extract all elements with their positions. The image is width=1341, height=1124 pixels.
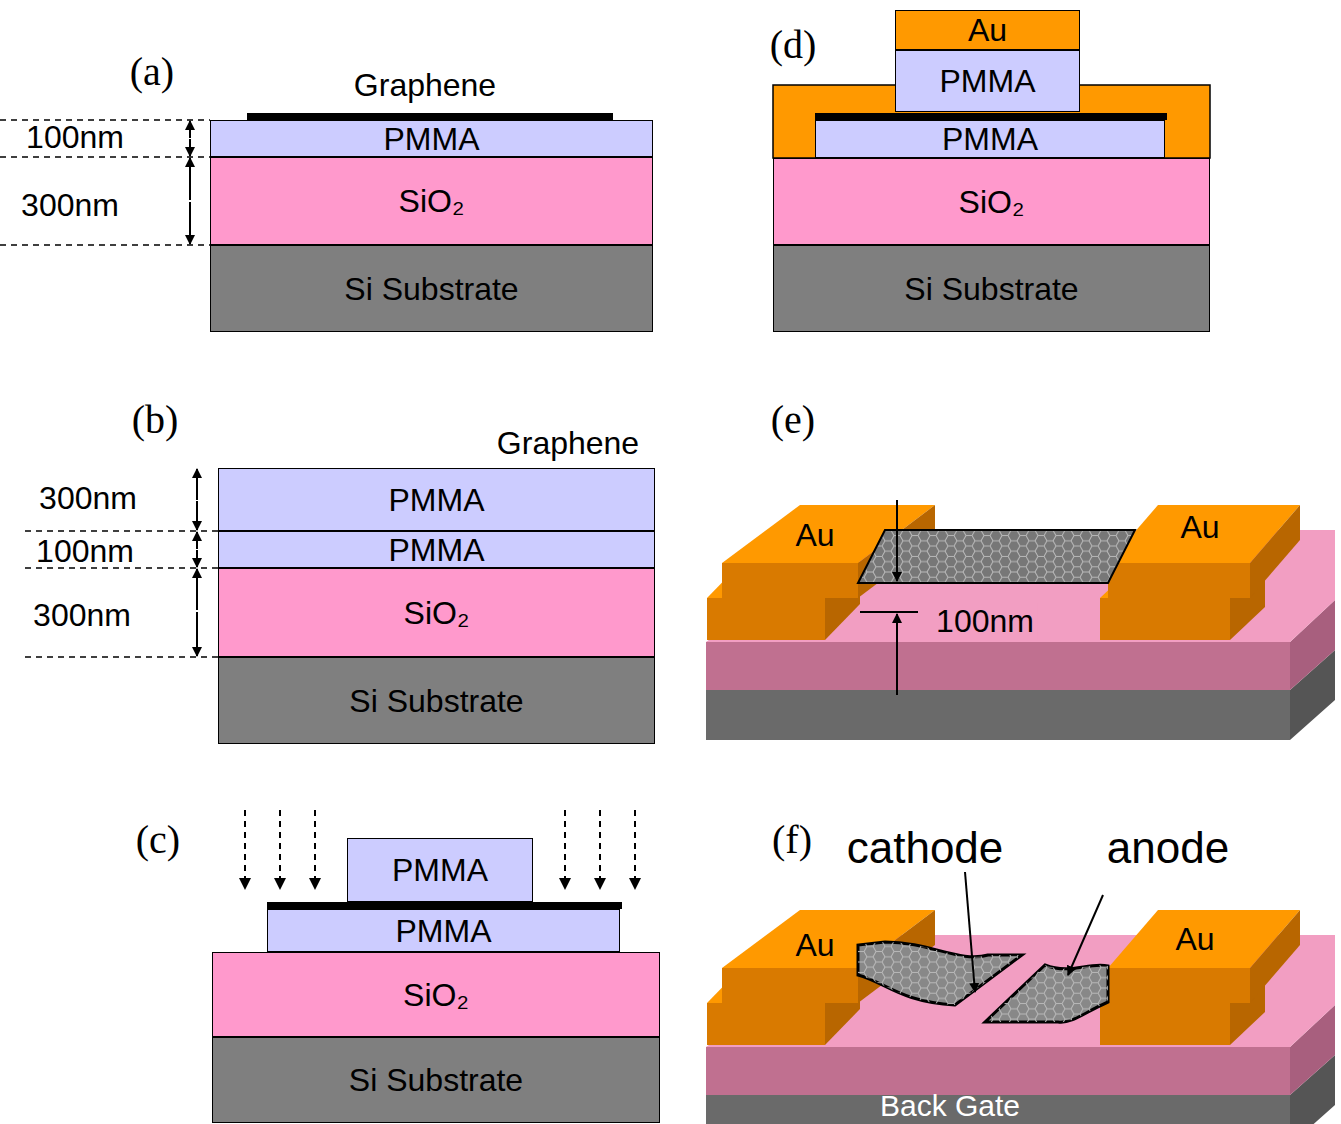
layer-label: PMMA: [940, 65, 1036, 97]
layer-label: PMMA: [389, 534, 485, 566]
annotation-label: 300nm: [39, 482, 137, 514]
layer-label: Back Gate: [880, 1091, 1020, 1121]
layer-box: PMMA: [218, 531, 655, 568]
layer-box: Si Substrate: [773, 245, 1210, 332]
layer-box: SiO₂: [773, 158, 1210, 245]
annotation-label: 300nm: [33, 599, 131, 631]
annotation-label: 100nm: [36, 535, 134, 567]
layer-box: PMMA: [218, 468, 655, 531]
layer-label: Si Substrate: [904, 273, 1078, 305]
layer-label: PMMA: [392, 854, 488, 886]
panel-letter: (d): [770, 25, 817, 65]
layer-box: Si Substrate: [210, 245, 653, 332]
annotation-label: Graphene: [354, 69, 496, 101]
layer-label: Si Substrate: [349, 685, 523, 717]
layer-label: Au: [795, 519, 834, 551]
panel-letter: (f): [772, 820, 812, 860]
annotation-label: 300nm: [21, 189, 119, 221]
layer-label: Si Substrate: [349, 1064, 523, 1096]
layer-box: Au: [1150, 916, 1240, 962]
layer-label: Au: [1175, 923, 1214, 955]
layer-box: PMMA: [210, 120, 653, 157]
layer-label: PMMA: [396, 915, 492, 947]
layer-label: PMMA: [942, 123, 1038, 155]
layer-box: Si Substrate: [212, 1037, 660, 1123]
layer-box: Au: [770, 512, 860, 558]
panel-letter: (c): [136, 820, 180, 860]
layer-box: Back Gate: [840, 1090, 1060, 1122]
panel-letter: (e): [771, 400, 815, 440]
annotation-label: Graphene: [497, 427, 639, 459]
layer-label: Au: [795, 929, 834, 961]
layer-box: PMMA: [347, 838, 533, 902]
layer-box: PMMA: [815, 120, 1165, 158]
layer-box: SiO₂: [212, 952, 660, 1037]
panel-letter: (b): [132, 400, 179, 440]
layer-label: SiO₂: [403, 979, 469, 1011]
layer-box: SiO₂: [218, 568, 655, 657]
layer-label: SiO₂: [404, 597, 470, 629]
layer-label: SiO₂: [959, 186, 1025, 218]
layer-box: PMMA: [267, 909, 620, 952]
layer-box: Au: [895, 10, 1080, 50]
layer-label: PMMA: [389, 484, 485, 516]
layer-box: SiO₂: [210, 157, 653, 245]
layer-label: Au: [968, 14, 1007, 46]
layer-label: Si Substrate: [344, 273, 518, 305]
layer-box: PMMA: [895, 50, 1080, 112]
layer-box: Au: [1150, 504, 1250, 550]
annotation-label: 100nm: [26, 121, 124, 153]
layer-label: PMMA: [384, 123, 480, 155]
layer-box: Au: [770, 922, 860, 968]
annotation-label: 100nm: [933, 603, 1037, 639]
annotation-label: cathode: [847, 826, 1004, 870]
annotation-label: anode: [1107, 826, 1229, 870]
panel-letter: (a): [130, 52, 174, 92]
layer-box: Si Substrate: [218, 657, 655, 744]
layer-label: Au: [1180, 511, 1219, 543]
layer-label: SiO₂: [399, 185, 465, 217]
